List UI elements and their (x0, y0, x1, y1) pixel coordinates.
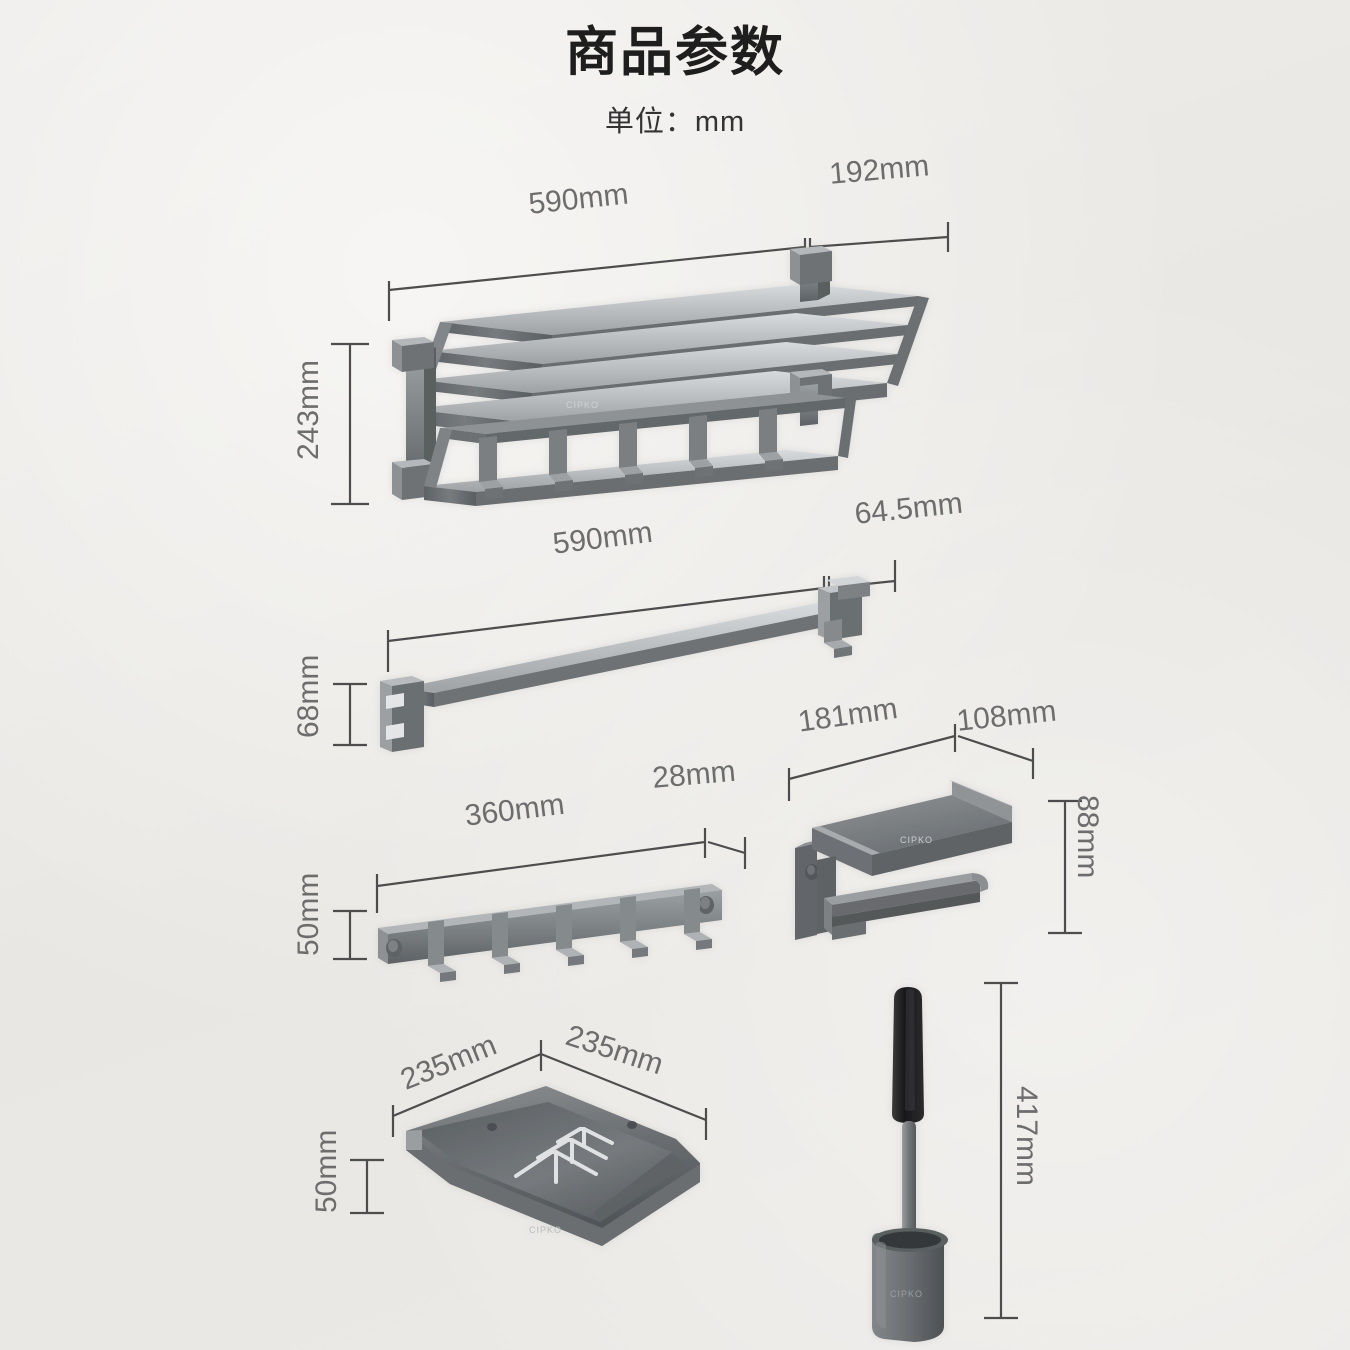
product-hook-rail (378, 884, 722, 982)
drain-slots (514, 1127, 614, 1184)
page-title: 商品参数 (565, 23, 785, 82)
rack-hooks (479, 408, 783, 499)
rail-hooks (428, 888, 712, 982)
product-paper-holder: CIPKO (795, 780, 1012, 940)
dim-label-corner-height: 50mm (310, 1129, 343, 1213)
dim-label-bar-height: 68mm (292, 654, 325, 738)
product-toilet-brush: CIPKO (872, 987, 948, 1342)
brand-mark: CIPKO (566, 400, 599, 410)
brand-mark: CIPKO (900, 835, 933, 845)
product-towel-bar (380, 576, 870, 752)
dim-label-paper-height: 88mm (1071, 795, 1104, 879)
dim-label-rail-height: 50mm (292, 872, 325, 956)
brand-mark: CIPKO (529, 1225, 562, 1235)
dim-label-rack-height: 243mm (292, 359, 325, 460)
product-corner-shelf: CIPKO (406, 1086, 700, 1246)
dim-label-brush-height: 417mm (1010, 1086, 1043, 1187)
page-subtitle: 单位：mm (604, 106, 746, 138)
product-towel-rack-shelf: CIPKO (392, 246, 929, 506)
brand-mark: CIPKO (890, 1289, 923, 1299)
dim-label-rail-depth: 28mm (651, 754, 737, 795)
